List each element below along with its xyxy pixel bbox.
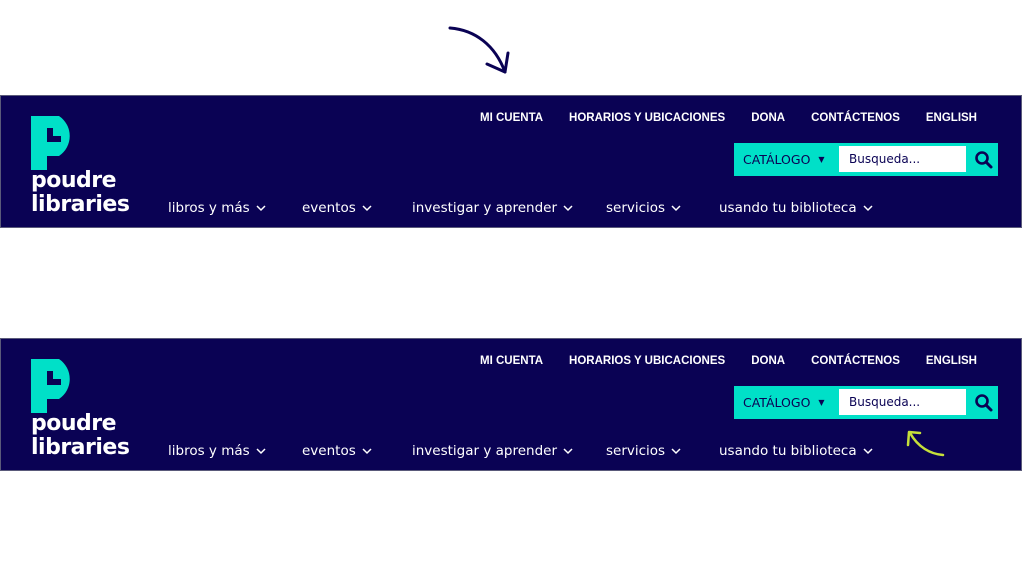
link-english[interactable]: ENGLISH bbox=[925, 112, 977, 124]
search-placeholder: Busqueda... bbox=[849, 395, 921, 409]
nav-servicios[interactable]: servicios bbox=[606, 200, 719, 216]
logo-text-line1: poudre bbox=[31, 411, 117, 436]
nav-label: libros y más bbox=[168, 443, 250, 459]
search-icon[interactable] bbox=[974, 150, 994, 170]
chevron-down-icon bbox=[362, 447, 372, 454]
search-bar: CATÁLOGO ▼ Busqueda... bbox=[734, 386, 998, 419]
nav-label: investigar y aprender bbox=[412, 443, 558, 459]
chevron-down-icon bbox=[563, 447, 573, 454]
link-mi-cuenta[interactable]: MI CUENTA bbox=[480, 355, 544, 367]
chevron-down-icon bbox=[863, 204, 873, 211]
chevron-down-icon bbox=[863, 447, 873, 454]
chevron-down-icon bbox=[362, 204, 372, 211]
nav-investigar-y-aprender[interactable]: investigar y aprender bbox=[412, 443, 606, 459]
poudre-libraries-logo[interactable]: poudre libraries bbox=[31, 359, 141, 461]
link-horarios-ubicaciones[interactable]: HORARIOS Y UBICACIONES bbox=[569, 355, 726, 367]
main-nav: libros y más eventos investigar y aprend… bbox=[168, 443, 873, 459]
chevron-down-icon bbox=[671, 447, 681, 454]
chevron-down-icon bbox=[256, 447, 266, 454]
nav-label: investigar y aprender bbox=[412, 200, 558, 216]
chevron-down-icon bbox=[671, 204, 681, 211]
logo-p-icon bbox=[31, 116, 70, 170]
search-input[interactable]: Busqueda... bbox=[839, 389, 966, 415]
main-nav: libros y más eventos investigar y aprend… bbox=[168, 200, 873, 216]
logo-text-line2: libraries bbox=[31, 435, 130, 460]
nav-eventos[interactable]: eventos bbox=[302, 443, 412, 459]
nav-label: eventos bbox=[302, 200, 356, 216]
annotation-arrow-bottom bbox=[906, 430, 945, 457]
catalog-label: CATÁLOGO bbox=[743, 395, 811, 410]
nav-label: servicios bbox=[606, 200, 666, 216]
utility-nav: MI CUENTA HORARIOS Y UBICACIONES DONA CO… bbox=[480, 112, 977, 124]
utility-nav: MI CUENTA HORARIOS Y UBICACIONES DONA CO… bbox=[480, 355, 977, 367]
link-contactenos[interactable]: CONTÁCTENOS bbox=[811, 355, 900, 367]
site-header: poudre libraries MI CUENTA HORARIOS Y UB… bbox=[0, 95, 1022, 228]
catalog-dropdown[interactable]: CATÁLOGO ▼ bbox=[743, 395, 825, 410]
annotation-arrow-top bbox=[448, 26, 510, 74]
link-contactenos[interactable]: CONTÁCTENOS bbox=[811, 112, 900, 124]
nav-libros-y-mas[interactable]: libros y más bbox=[168, 200, 302, 216]
nav-label: servicios bbox=[606, 443, 666, 459]
nav-usando-tu-biblioteca[interactable]: usando tu biblioteca bbox=[719, 200, 873, 216]
nav-label: libros y más bbox=[168, 200, 250, 216]
link-english[interactable]: ENGLISH bbox=[925, 355, 977, 367]
link-dona[interactable]: DONA bbox=[751, 112, 786, 124]
search-icon[interactable] bbox=[974, 393, 994, 413]
site-header: poudre libraries MI CUENTA HORARIOS Y UB… bbox=[0, 338, 1022, 471]
poudre-libraries-logo[interactable]: poudre libraries bbox=[31, 116, 141, 218]
logo-text-line1: poudre bbox=[31, 168, 117, 193]
search-bar: CATÁLOGO ▼ Busqueda... bbox=[734, 143, 998, 176]
search-input[interactable]: Busqueda... bbox=[839, 146, 966, 172]
logo-text-line2: libraries bbox=[31, 192, 130, 217]
nav-label: eventos bbox=[302, 443, 356, 459]
catalog-dropdown[interactable]: CATÁLOGO ▼ bbox=[743, 152, 825, 167]
search-placeholder: Busqueda... bbox=[849, 152, 921, 166]
nav-label: usando tu biblioteca bbox=[719, 443, 857, 459]
nav-libros-y-mas[interactable]: libros y más bbox=[168, 443, 302, 459]
caret-down-icon: ▼ bbox=[818, 398, 825, 407]
catalog-label: CATÁLOGO bbox=[743, 152, 811, 167]
logo-p-icon bbox=[31, 359, 70, 413]
nav-investigar-y-aprender[interactable]: investigar y aprender bbox=[412, 200, 606, 216]
caret-down-icon: ▼ bbox=[818, 155, 825, 164]
chevron-down-icon bbox=[563, 204, 573, 211]
nav-usando-tu-biblioteca[interactable]: usando tu biblioteca bbox=[719, 443, 873, 459]
nav-servicios[interactable]: servicios bbox=[606, 443, 719, 459]
link-horarios-ubicaciones[interactable]: HORARIOS Y UBICACIONES bbox=[569, 112, 726, 124]
link-mi-cuenta[interactable]: MI CUENTA bbox=[480, 112, 544, 124]
link-dona[interactable]: DONA bbox=[751, 355, 786, 367]
nav-eventos[interactable]: eventos bbox=[302, 200, 412, 216]
nav-label: usando tu biblioteca bbox=[719, 200, 857, 216]
chevron-down-icon bbox=[256, 204, 266, 211]
